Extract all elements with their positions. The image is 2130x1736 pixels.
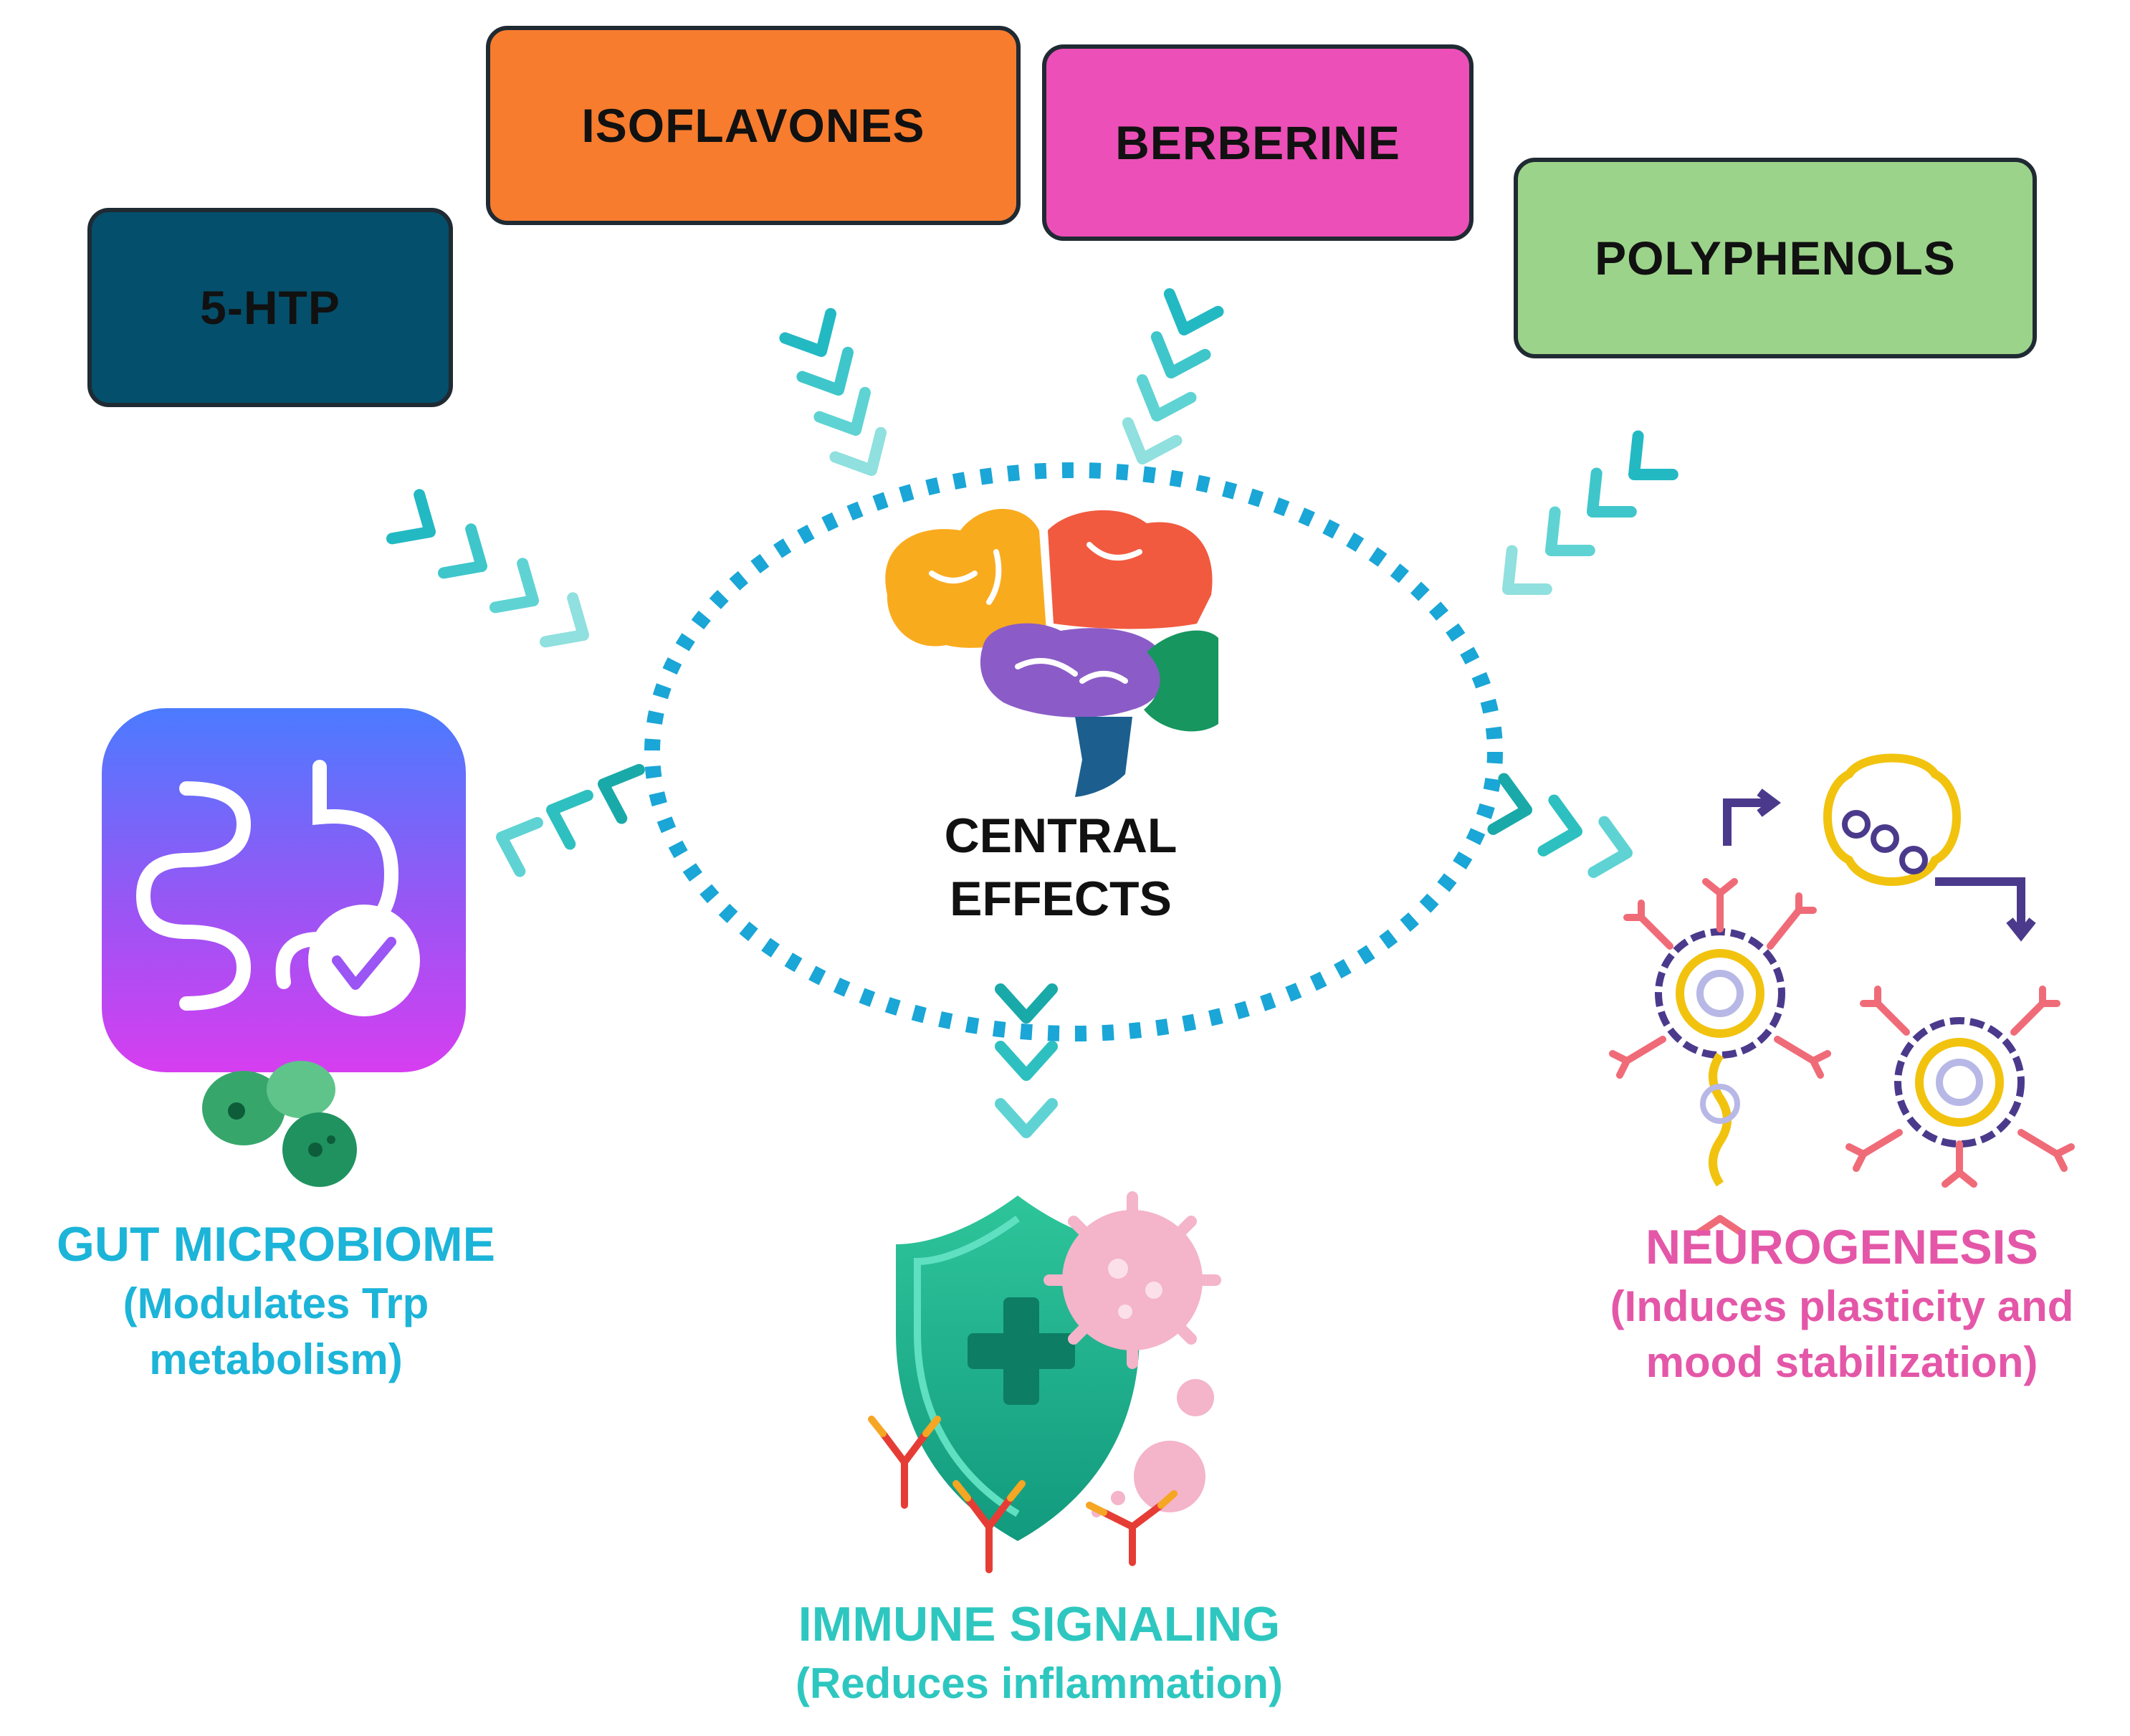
arrow-to-gut [493, 760, 639, 871]
arrow-from-5htp [392, 495, 597, 657]
central-effects-line1: CENTRAL [944, 809, 1178, 863]
neurogenesis-sub2: mood stabilization) [1646, 1338, 2038, 1387]
gut-microbiome-sub2: metabolism) [149, 1335, 403, 1384]
immune-signaling-caption: IMMUNE SIGNALING (Reduces inflammation) [717, 1593, 1362, 1712]
input-polyphenols-label: POLYPHENOLS [1595, 232, 1956, 285]
gut-microbiome-sub1: (Modulates Trp [123, 1279, 429, 1328]
gut-app-icon [102, 708, 466, 1072]
central-dotted-ring [644, 462, 1503, 1041]
arrow-to-immune [1000, 989, 1052, 1132]
input-berberine-label: BERBERINE [1115, 116, 1400, 169]
input-berberine-box: BERBERINE [1042, 44, 1474, 241]
gut-microbiome-title: GUT MICROBIOME [57, 1217, 495, 1272]
neuron-icon [1609, 753, 2075, 1236]
arrow-from-isoflavones [785, 314, 894, 482]
neurogenesis-sub1: (Induces plasticity and [1610, 1282, 2074, 1331]
central-effects-line2: EFFECTS [950, 872, 1172, 927]
input-5htp-box: 5-HTP [87, 208, 453, 407]
neurogenesis-title: NEUROGENESIS [1646, 1220, 2038, 1274]
input-isoflavones-box: ISOFLAVONES [486, 26, 1021, 225]
immune-signaling-sub1: (Reduces inflammation) [795, 1659, 1284, 1708]
virus-icon [1043, 1191, 1221, 1517]
arrow-to-neuro [1493, 778, 1632, 878]
input-polyphenols-box: POLYPHENOLS [1514, 158, 2037, 358]
bacteria-icon [202, 1061, 357, 1187]
arrow-from-berberine [1118, 294, 1218, 467]
neurogenesis-caption: NEUROGENESIS (Induces plasticity and moo… [1541, 1216, 2130, 1391]
input-5htp-label: 5-HTP [200, 281, 340, 334]
brain-icon [885, 509, 1218, 797]
antibody-icon [868, 1416, 1178, 1573]
input-isoflavones-label: ISOFLAVONES [581, 99, 925, 152]
immune-signaling-title: IMMUNE SIGNALING [798, 1597, 1281, 1651]
arrow-from-polyphenols [1491, 436, 1673, 608]
central-effects-label: CENTRAL EFFECTS [896, 804, 1226, 931]
gut-microbiome-caption: GUT MICROBIOME (Modulates Trp metabolism… [0, 1213, 552, 1388]
